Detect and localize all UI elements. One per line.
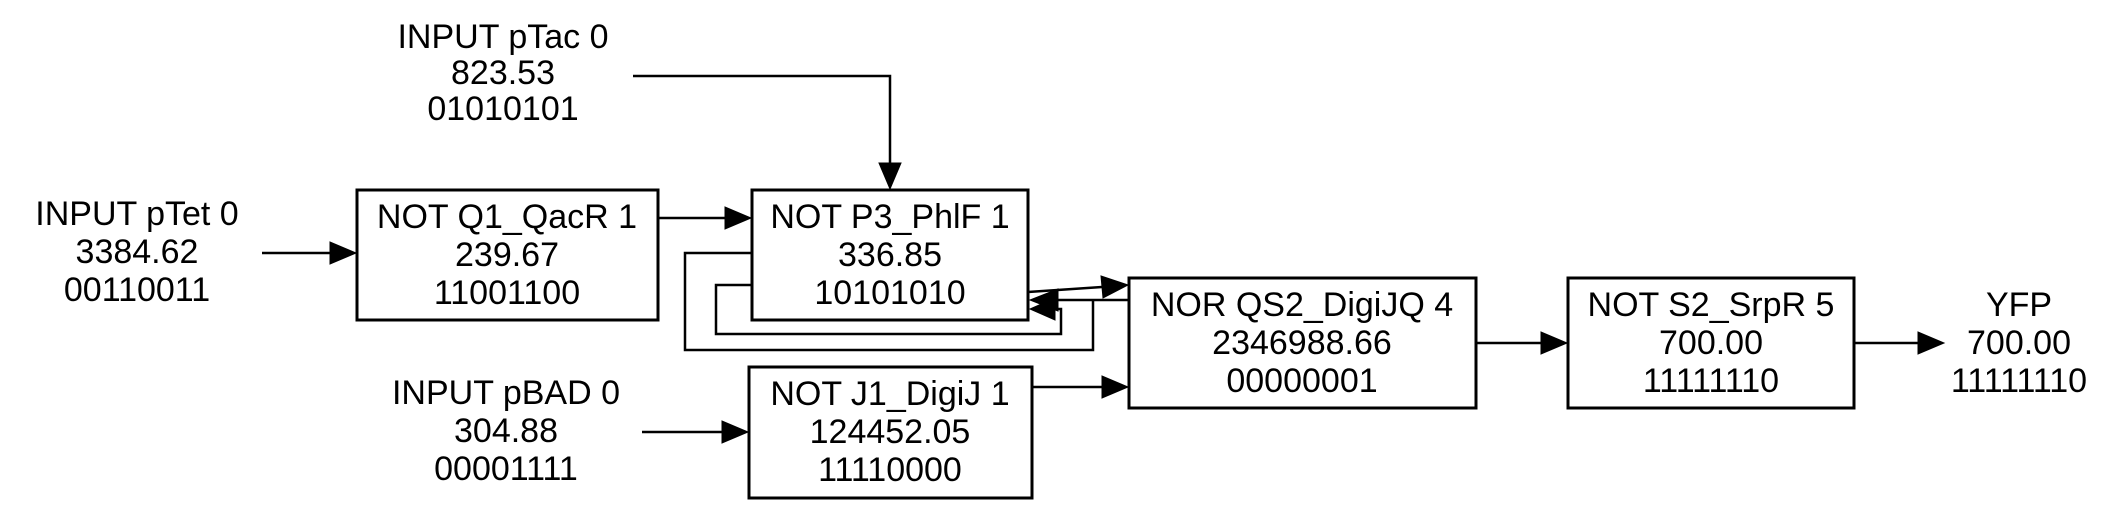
gate-digij-value: 124452.05	[810, 413, 971, 451]
gate-node-digijq: NOR QS2_DigiJQ 4 2346988.66 00000001	[1127, 276, 1478, 410]
gate-qacr-bits: 11001100	[434, 274, 580, 312]
input-ptac-bits: 01010101	[427, 90, 578, 128]
gate-qacr-title: NOT Q1_QacR 1	[377, 198, 637, 236]
gate-srpr-bits: 11111110	[1643, 362, 1779, 400]
gate-qacr-box	[355, 188, 660, 322]
input-node-ptac: INPUT pTac 0 823.53 01010101	[397, 18, 608, 128]
gate-digij-box	[747, 365, 1034, 500]
input-node-ptet: INPUT pTet 0 3384.62 00110011	[35, 195, 238, 309]
gate-phlf-value: 336.85	[838, 236, 942, 274]
gate-digijq-value: 2346988.66	[1212, 324, 1392, 362]
gate-digij-title: NOT J1_DigiJ 1	[770, 375, 1009, 413]
input-node-pbad: INPUT pBAD 0 304.88 00001111	[392, 374, 620, 488]
gate-digij-bits: 11110000	[818, 451, 962, 489]
input-pbad-bits: 00001111	[434, 450, 578, 488]
input-ptet-title: INPUT pTet 0	[35, 195, 238, 233]
input-ptet-value: 3384.62	[76, 233, 199, 271]
edge-qacr-to-phlf	[658, 206, 753, 230]
edge-digij-to-digijq	[1032, 375, 1130, 399]
output-yfp-bits: 11111110	[1951, 362, 2087, 400]
gate-qacr-value: 239.67	[455, 236, 559, 274]
edge-digijq-to-srpr	[1476, 331, 1569, 355]
input-ptac-title: INPUT pTac 0	[397, 18, 608, 56]
edge-ptet-to-qacr	[262, 241, 358, 265]
gate-node-srpr: NOT S2_SrpR 5 700.00 11111110	[1566, 276, 1856, 410]
gate-srpr-value: 700.00	[1659, 324, 1763, 362]
edge-phlf-to-digijq	[1027, 275, 1130, 299]
gate-digijq-title: NOR QS2_DigiJQ 4	[1151, 286, 1453, 324]
output-node-yfp: YFP 700.00 11111110	[1951, 286, 2087, 400]
edge-srpr-to-yfp	[1854, 331, 1946, 355]
gate-node-qacr: NOT Q1_QacR 1 239.67 11001100	[355, 188, 660, 322]
edge-pbad-to-digij	[642, 420, 750, 444]
gate-phlf-title: NOT P3_PhlF 1	[770, 198, 1009, 236]
gate-phlf-bits: 10101010	[814, 274, 965, 312]
gate-srpr-title: NOT S2_SrpR 5	[1588, 286, 1835, 324]
input-pbad-value: 304.88	[454, 412, 558, 450]
input-ptet-bits: 00110011	[64, 271, 210, 309]
edge-ptac-to-phlf	[633, 74, 902, 191]
edge-phlf-self-loop-outer	[683, 251, 1095, 352]
output-yfp-title: YFP	[1986, 286, 2052, 324]
input-pbad-title: INPUT pBAD 0	[392, 374, 620, 412]
gate-digijq-bits: 00000001	[1226, 362, 1377, 400]
edge-phlf-self-loop-inner	[714, 283, 1063, 336]
gate-node-digij: NOT J1_DigiJ 1 124452.05 11110000	[747, 365, 1034, 500]
output-yfp-value: 700.00	[1967, 324, 2071, 362]
gate-node-phlf: NOT P3_PhlF 1 336.85 10101010	[750, 188, 1030, 322]
input-ptac-value: 823.53	[451, 54, 555, 92]
